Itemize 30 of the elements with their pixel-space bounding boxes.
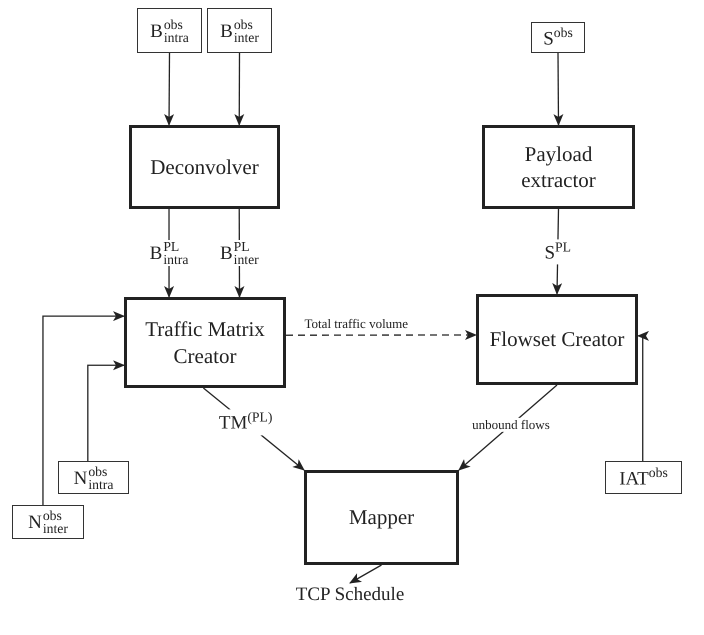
arrow bbox=[164, 53, 174, 126]
input-box bbox=[58, 461, 129, 494]
process-box bbox=[129, 125, 280, 209]
box-label: Payload extractor bbox=[520, 140, 597, 194]
input-box bbox=[531, 22, 585, 53]
arrow bbox=[87, 360, 125, 461]
input-box bbox=[137, 8, 202, 53]
box-label: S$^{obs}$ bbox=[543, 24, 573, 50]
process-box bbox=[304, 470, 459, 565]
arrow bbox=[349, 564, 382, 584]
input-box bbox=[605, 461, 682, 494]
arrow bbox=[553, 53, 564, 126]
box-label: IAT$^{obs}$ bbox=[619, 464, 668, 490]
dashed-arrow bbox=[286, 330, 477, 340]
input-box bbox=[12, 505, 84, 539]
input-box bbox=[207, 8, 272, 53]
edge-label: unbound flows bbox=[470, 418, 552, 432]
arrow bbox=[234, 53, 244, 126]
arrow bbox=[637, 330, 649, 461]
arrow bbox=[42, 311, 125, 505]
process-box bbox=[124, 297, 286, 388]
box-label: Deconvolver bbox=[150, 154, 259, 180]
edge-label: Total traffic volume bbox=[304, 316, 410, 332]
edge-label: TM$^{(PL)}$ bbox=[216, 410, 274, 436]
box-label: Flowset Creator bbox=[490, 326, 624, 353]
box-label: Traffic Matrix Creator bbox=[144, 316, 266, 369]
process-box bbox=[476, 294, 638, 385]
process-box bbox=[482, 125, 635, 209]
output-label: TCP Schedule bbox=[296, 584, 404, 606]
box-label: Mapper bbox=[348, 504, 414, 531]
